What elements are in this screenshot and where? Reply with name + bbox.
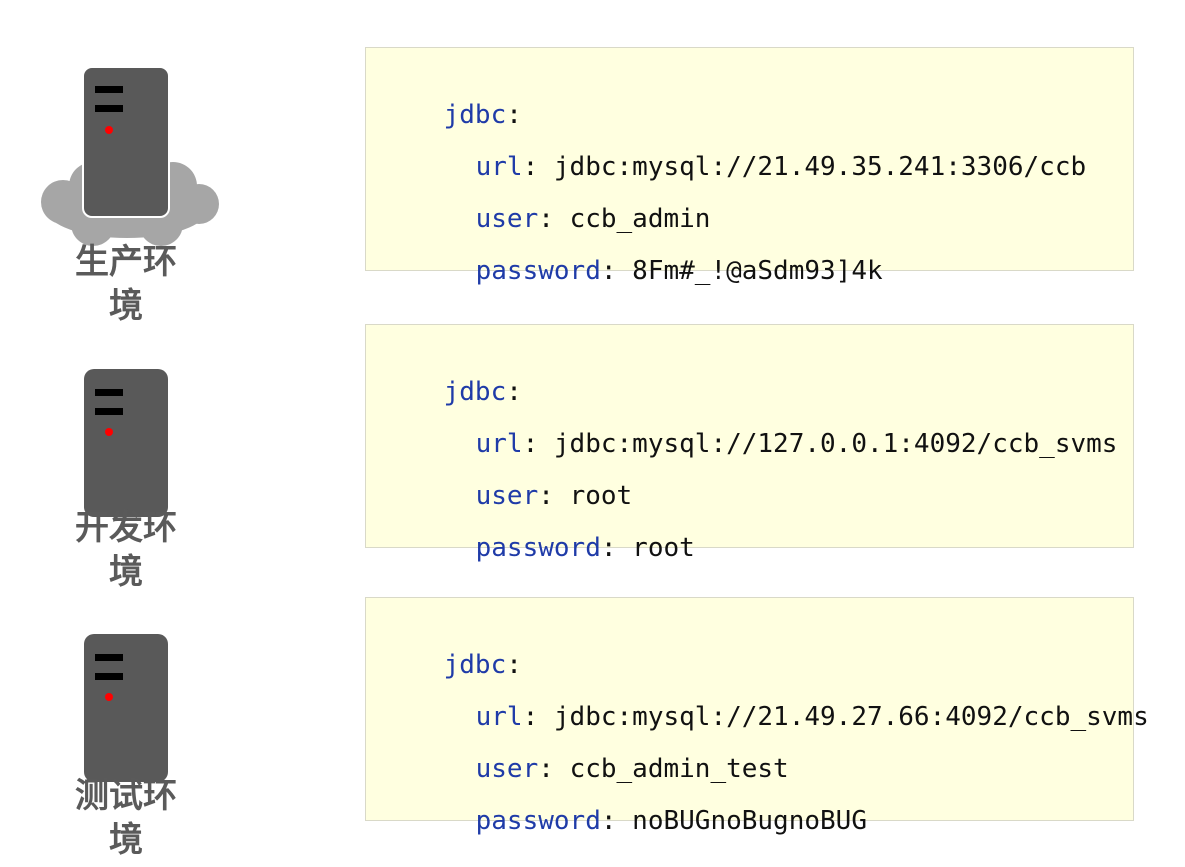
code-line-url: url: jdbc:mysql://21.49.27.66:4092/ccb_s… [475, 702, 1149, 732]
code-line-url: url: jdbc:mysql://127.0.0.1:4092/ccb_svm… [475, 429, 1118, 459]
config-block-production: jdbc: url: jdbc:mysql://21.49.35.241:330… [365, 47, 1134, 286]
env-label-production: 生产环 境 [75, 242, 177, 326]
code-line-root: jdbc: [443, 650, 522, 680]
server-icon [84, 634, 168, 782]
config-block-test: jdbc: url: jdbc:mysql://21.49.27.66:4092… [365, 597, 1149, 836]
code-line-password: password: root [475, 533, 695, 563]
config-block-development: jdbc: url: jdbc:mysql://127.0.0.1:4092/c… [365, 324, 1134, 563]
code-line-url: url: jdbc:mysql://21.49.35.241:3306/ccb [475, 152, 1087, 182]
code-line-password: password: noBUGnoBugnoBUG [475, 806, 867, 836]
env-label-test: 测试环 境 [75, 776, 177, 860]
env-label-development: 开发环 境 [75, 508, 177, 592]
server-icon [82, 66, 170, 218]
code-line-password: password: 8Fm#_!@aSdm93]4k [475, 256, 883, 286]
code-line-user: user: ccb_admin_test [475, 754, 789, 784]
code-line-user: user: ccb_admin [475, 204, 711, 234]
code-line-user: user: root [475, 481, 633, 511]
server-icon [84, 369, 168, 517]
code-line-root: jdbc: [443, 377, 522, 407]
code-line-root: jdbc: [443, 100, 522, 130]
